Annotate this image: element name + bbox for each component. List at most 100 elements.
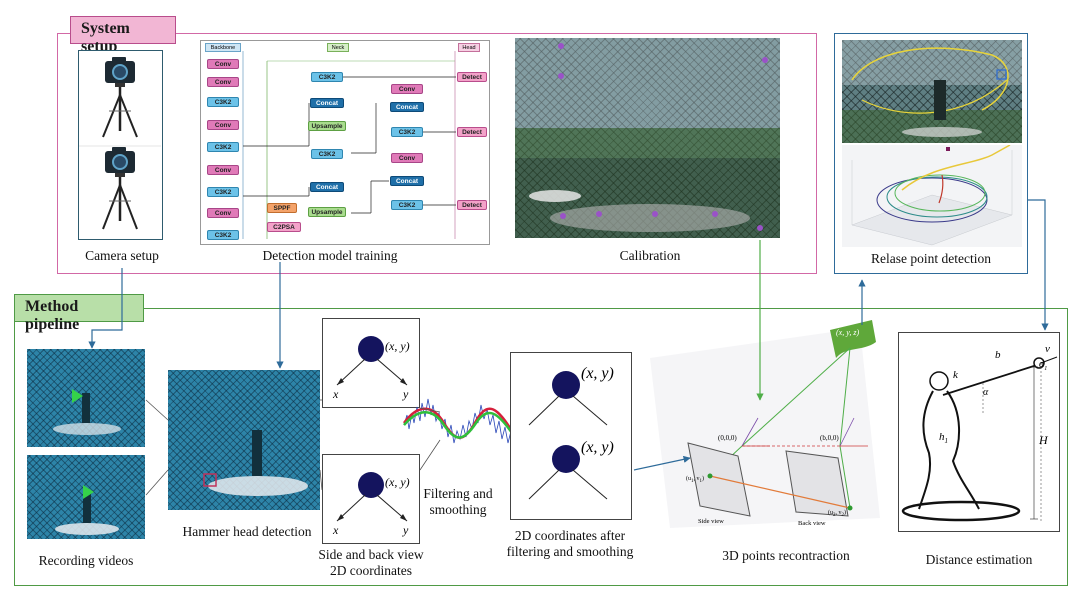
recon-point2-u: (u [828,510,833,516]
hammer-detection-caption: Hammer head detection [182,524,312,539]
filtered-xy-label-top: (x, y) [581,365,614,382]
neck-sppf: SPPF [267,203,297,213]
method-pipeline-frame [14,308,1068,586]
side-view-coord-diagram [336,336,408,386]
backbone-node-2: Conv [207,77,239,87]
distance-alpha-label: α [983,387,989,398]
play-icon [83,485,94,499]
head-concat-bottom: Concat [390,176,424,186]
neck-upsample-top: Upsample [308,121,346,131]
head-detect-1: Detect [457,72,487,82]
recon-point1-close: ) [702,476,704,482]
backbone-header: Backbone [205,43,241,52]
neck-header: Neck [327,43,349,52]
camera-setup-caption: Camera setup [85,248,159,263]
side-view-y-label: y [403,387,409,401]
recording-videos-caption: Recording videos [38,553,134,568]
thrower-figure [901,356,1058,522]
filtered-xy-label-bottom: (x, y) [581,439,614,456]
distance-h-sub: 1 [944,437,949,446]
head-conv-top: Conv [391,84,423,94]
system-setup-tag: System setup [70,16,176,55]
backbone-node-8: Conv [207,208,239,218]
side-back-caption-line1: Side and back view [318,547,424,562]
filtering-caption-line2: smoothing [429,502,487,517]
backbone-node-1: Conv [207,59,239,69]
camera-setup-panel [78,50,163,240]
recon-point2-v-sub: 2 [841,513,845,519]
recon-point2-u-sub: 2 [833,513,836,519]
neck-c2psa: C2PSA [267,222,301,232]
recon-point1-v: , v [693,476,700,482]
side-view-xy-label: (x, y) [385,339,410,353]
distance-alpha1-label: α1 [1039,359,1047,372]
recon-side-view-label: Side view [698,518,724,525]
back-view-coord-box: (x, y) x y [322,454,420,544]
distance-alpha1-symbol: α [1039,359,1045,370]
backbone-node-3: C3K2 [207,97,239,107]
network-diagram-panel: Backbone Neck Head Conv Conv C3K2 Conv C… [200,40,490,245]
video-2-scene [55,485,119,535]
hammer-scene [203,430,308,496]
head-header: Head [458,43,480,52]
recon-origin1-label: (0,0,0) [718,434,737,442]
filtered-coords-box: (x, y) (x, y) [510,352,632,520]
recon-point1-u: (u [686,476,691,482]
backbone-node-4: Conv [207,120,239,130]
camera-tripod-icon [79,57,161,230]
recon-point2-v: , v [835,510,842,516]
release-photo-scene [842,40,1022,143]
back-view-coord-diagram [336,472,408,522]
video-1-scene [53,389,121,435]
after-filter-caption-line2: filtering and smoothing [506,544,634,559]
calibration-scene [515,38,780,238]
neck-concat-top: Concat [310,98,344,108]
signal-waveform [402,398,514,444]
distance-v-label: v [1045,343,1050,355]
head-concat-top: Concat [390,102,424,112]
calibration-caption: Calibration [619,248,681,263]
distance-h-symbol: h [939,431,945,443]
backbone-node-6: Conv [207,165,239,175]
backbone-node-5: C3K2 [207,142,239,152]
recording-video-1 [27,349,145,447]
recon-point1-label: (u1, v1) [686,476,704,484]
release-detection-caption: Relase point detection [871,251,991,266]
side-back-caption-line2: 2D coordinates [329,563,413,578]
network-connections [242,51,456,239]
head-c3k2-top: C3K2 [391,127,423,137]
side-view-coord-box: (x, y) x y [322,318,420,408]
head-detect-3: Detect [457,200,487,210]
distance-H-label: H [1039,433,1048,447]
detection-training-caption: Detection model training [262,248,398,263]
neck-upsample-bottom: Upsample [308,207,346,217]
neck-c3k2-top: C3K2 [311,72,343,82]
hammer-detection-image [168,370,320,510]
head-conv-bottom: Conv [391,153,423,163]
back-view-y-label: y [403,523,409,537]
method-pipeline-tag: Method pipeline [14,294,144,333]
distance-b-label: b [995,349,1001,361]
neck-c3k2-mid: C3K2 [311,149,343,159]
reconstruction-diagram: (x, y, z) (0,0,0) (b,0,0) Side view Back… [650,318,890,540]
backbone-node-9: C3K2 [207,230,239,240]
play-icon [72,389,83,403]
distance-h1-label: h1 [939,431,948,445]
recon-origin2-label: (b,0,0) [820,434,839,442]
calibration-image [515,38,780,238]
filtered-coords-diagram [528,371,608,500]
distance-caption: Distance estimation [925,552,1033,567]
recon-point2-close: ) [844,510,846,516]
recon-point1-u-sub: 1 [691,479,694,485]
distance-estimation-panel: k b v α1 α h1 H [898,332,1060,532]
back-view-x-label: x [333,523,339,537]
filtering-caption-line1: Filtering and [423,486,493,501]
neck-concat-bottom: Concat [310,182,344,192]
side-view-x-label: x [333,387,339,401]
head-detect-2: Detect [457,127,487,137]
filtering-signal [402,385,514,455]
recon-xyz-label: (x, y, z) [836,328,860,337]
back-view-xy-label: (x, y) [385,475,410,489]
head-c3k2-bottom: C3K2 [391,200,423,210]
recording-video-2 [27,455,145,539]
